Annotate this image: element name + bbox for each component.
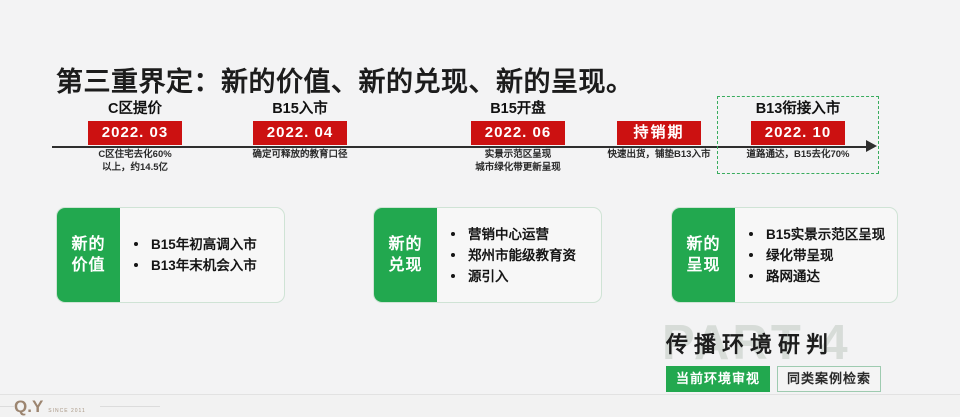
timeline-node-title: B15开盘 [490,101,546,117]
tab-similar-case-search[interactable]: 同类案例检索 [777,366,882,392]
timeline-node-4[interactable]: 持销期 快速出货，铺垫B13入市 [584,121,734,162]
timeline: C区提价 2022. 03 C区住宅去化60% 以上，约14.5亿 B15入市 … [0,96,960,190]
card-tab-label: 新的 兑现 [374,208,437,302]
part-watermark: PART 4 [662,316,851,370]
timeline-node-caption-line2: 以上，约14.5亿 [102,161,168,173]
list-item: 绿化带呈现 [747,245,885,266]
card-tab-line1: 新的 [686,236,721,253]
list-item: 营销中心运营 [449,224,576,245]
logo-tagline: SINCE 2011 [48,408,86,414]
card-tab-line2: 呈现 [686,257,721,274]
logo-rule-left [0,406,14,407]
list-item: 路网通达 [747,266,885,287]
timeline-node-date-badge: 2022. 03 [87,121,183,145]
brand-logo: Q.Y SINCE 2011 [14,397,86,416]
section-tab-group: 当前环境审视 同类案例检索 [666,366,882,392]
list-item: B13年末机会入市 [132,255,257,276]
timeline-axis-line [52,146,870,148]
card-new-redemption[interactable]: 新的 兑现 营销中心运营 郑州市能级教育资 源引入 [373,207,602,303]
timeline-node-caption-line1: 道路通达，B15去化70% [746,149,850,160]
timeline-node-date-badge: 2022. 10 [750,121,846,145]
list-item: B15年初高调入市 [132,234,257,255]
section-footer: PART 4 传播环境研判 当前环境审视 同类案例检索 [648,317,948,401]
timeline-node-3[interactable]: B15开盘 2022. 06 实景示范区呈现 城市绿化带更新呈现 [443,100,593,174]
page-title: 第三重界定：新的价值、新的兑现、新的呈现。 [56,67,634,97]
logo-mark: Q.Y [14,397,44,416]
timeline-node-caption-line1: 确定可释放的教育口径 [252,149,348,160]
card-body: 营销中心运营 郑州市能级教育资 源引入 [437,208,601,302]
card-tab-line1: 新的 [71,236,106,253]
card-tab-label: 新的 呈现 [672,208,735,302]
section-heading: 传播环境研判 [666,332,835,357]
timeline-node-1[interactable]: C区提价 2022. 03 C区住宅去化60% 以上，约14.5亿 [60,100,210,174]
timeline-node-date-badge: 持销期 [617,121,701,145]
card-tab-line1: 新的 [388,236,423,253]
timeline-node-5[interactable]: B13衔接入市 2022. 10 道路通达，B15去化70% [723,100,873,162]
card-new-presentation[interactable]: 新的 呈现 B15实景示范区呈现 绿化带呈现 路网通达 [671,207,898,303]
timeline-arrow-icon [866,140,877,152]
timeline-node-title: B13衔接入市 [755,101,841,117]
timeline-highlight-outline [717,96,879,174]
card-bullet-list: B15实景示范区呈现 绿化带呈现 路网通达 [747,224,885,287]
logo-rule-right [100,406,160,407]
timeline-node-caption-line2: 城市绿化带更新呈现 [475,161,561,173]
card-tab-line2: 价值 [71,257,106,274]
timeline-node-date-badge: 2022. 06 [470,121,566,145]
card-tab-label: 新的 价值 [57,208,120,302]
timeline-node-title: C区提价 [108,101,162,117]
timeline-node-caption-line1: 快速出货，铺垫B13入市 [607,149,711,160]
bottom-bar: Q.Y SINCE 2011 [0,394,960,417]
card-new-value[interactable]: 新的 价值 B15年初高调入市 B13年末机会入市 [56,207,285,303]
card-bullet-list: B15年初高调入市 B13年末机会入市 [132,234,257,276]
tab-current-environment-review[interactable]: 当前环境审视 [666,366,771,392]
list-item: B15实景示范区呈现 [747,224,885,245]
card-tab-line2: 兑现 [388,257,423,274]
list-item-continuation: 源引入 [449,266,576,287]
timeline-node-2[interactable]: B15入市 2022. 04 确定可释放的教育口径 [225,100,375,162]
list-item: 郑州市能级教育资 [449,245,576,266]
timeline-node-caption-line1: C区住宅去化60% [98,149,172,160]
timeline-node-title: B15入市 [272,101,328,117]
timeline-node-date-badge: 2022. 04 [252,121,348,145]
card-body: B15实景示范区呈现 绿化带呈现 路网通达 [735,208,897,302]
card-bullet-list: 营销中心运营 郑州市能级教育资 源引入 [449,224,576,287]
card-body: B15年初高调入市 B13年末机会入市 [120,208,284,302]
timeline-node-caption-line1: 实景示范区呈现 [484,149,552,160]
